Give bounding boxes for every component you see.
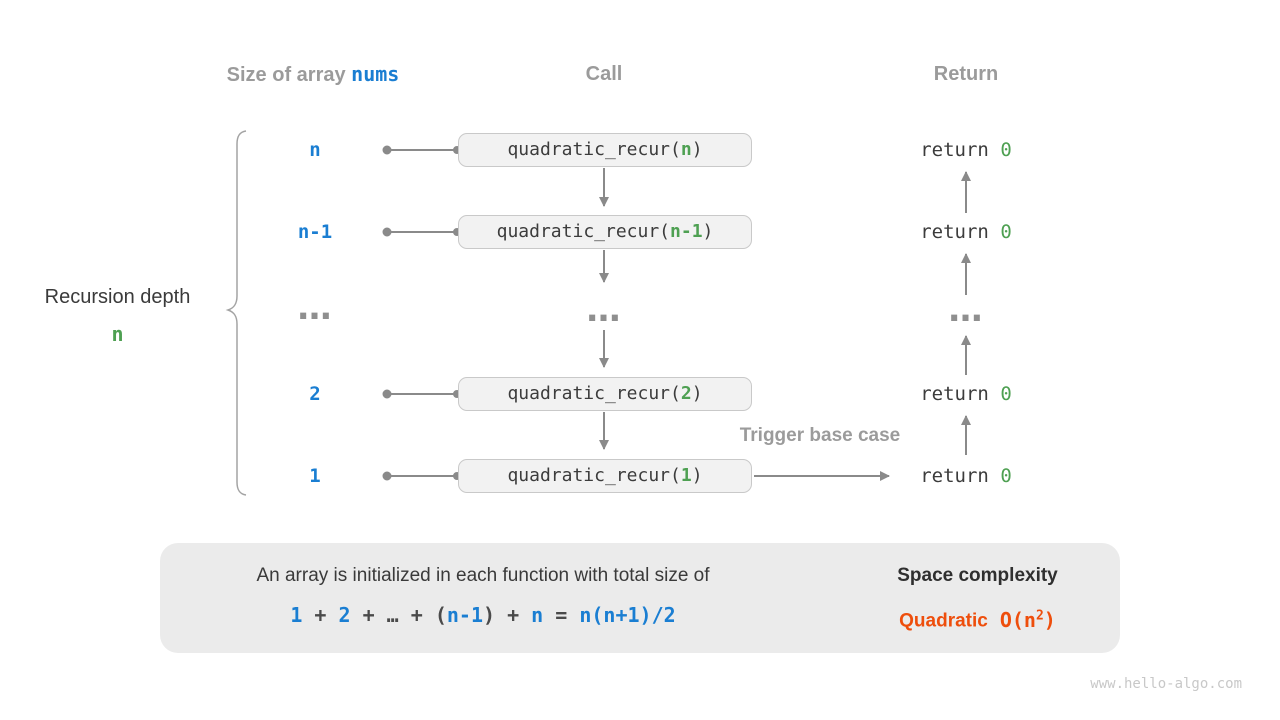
call-ellipsis: …: [586, 290, 622, 330]
connector-line: [382, 471, 461, 481]
big-o-open: O(n: [999, 607, 1036, 632]
formula-result: n(n+1)/2: [579, 603, 676, 627]
call-box: quadratic_recur(2): [458, 377, 752, 411]
watermark: www.hello-algo.com: [1090, 676, 1242, 692]
recursion-depth-value: n: [111, 322, 124, 346]
big-o-close: ): [1043, 607, 1056, 632]
header-return: Return: [933, 63, 999, 85]
formula-operator: +: [495, 603, 532, 627]
formula-operator: +: [398, 603, 435, 627]
complexity-class: Quadratic: [899, 610, 988, 632]
formula-term: 2: [338, 603, 351, 627]
header-call: Call: [585, 63, 623, 85]
return-statement: return 0: [876, 462, 1056, 490]
call-suffix: ): [702, 221, 714, 242]
formula-term: n-1: [446, 603, 483, 627]
formula-paren: (: [434, 603, 447, 627]
call-arg: 2: [680, 383, 692, 404]
call-box: quadratic_recur(n-1): [458, 215, 752, 249]
return-statement: return 0: [876, 218, 1056, 246]
return-keyword: return: [920, 383, 1001, 405]
size-ellipsis: …: [297, 288, 333, 328]
connector-line: [382, 227, 461, 237]
header-size-prefix: Size of array: [226, 64, 352, 86]
space-complexity-value: Quadratic O(n2): [855, 601, 1100, 637]
return-value: 0: [1000, 465, 1012, 487]
call-prefix: quadratic_recur(: [496, 221, 671, 242]
return-value: 0: [1000, 221, 1012, 243]
size-label: 1: [309, 465, 321, 487]
call-prefix: quadratic_recur(: [507, 465, 681, 486]
return-keyword: return: [920, 139, 1001, 161]
size-label: n: [309, 139, 321, 161]
big-o-exponent: 2: [1035, 608, 1044, 623]
formula-term: n: [531, 603, 544, 627]
space-complexity-title: Space complexity: [897, 565, 1058, 586]
return-value: 0: [1000, 383, 1012, 405]
call-arg: n-1: [670, 221, 703, 242]
formula-operator: +: [350, 603, 387, 627]
formula-ellipsis: …: [386, 603, 399, 627]
summary-formula: 1 + 2 + … + (n-1) + n = n(n+1)/2: [178, 600, 788, 630]
connector-line: [382, 145, 461, 155]
formula-term: 1: [290, 603, 303, 627]
summary-text: An array is initialized in each function…: [256, 565, 710, 586]
call-prefix: quadratic_recur(: [507, 383, 681, 404]
return-keyword: return: [920, 221, 1001, 243]
call-arg: 1: [680, 465, 692, 486]
call-prefix: quadratic_recur(: [507, 139, 681, 160]
call-arg: n: [680, 139, 692, 160]
recursion-depth-label: Recursion depth: [44, 286, 191, 308]
size-label: n-1: [297, 221, 333, 243]
return-statement: return 0: [876, 380, 1056, 408]
header-size-of-array: Size of array nums: [163, 59, 463, 90]
return-ellipsis: …: [948, 290, 984, 330]
header-nums-code: nums: [351, 62, 400, 86]
summary-panel: [160, 543, 1120, 653]
formula-operator: =: [543, 603, 580, 627]
connector-line: [382, 389, 461, 399]
big-o-notation: O(n2): [1000, 608, 1056, 632]
return-keyword: return: [920, 465, 1001, 487]
return-value: 0: [1000, 139, 1012, 161]
size-label: 2: [309, 383, 321, 405]
call-suffix: ): [691, 383, 703, 404]
formula-operator: +: [302, 603, 339, 627]
trigger-base-case-label: Trigger base case: [739, 425, 901, 446]
call-suffix: ): [691, 465, 703, 486]
formula-paren: ): [483, 603, 496, 627]
call-box: quadratic_recur(n): [458, 133, 752, 167]
return-statement: return 0: [876, 136, 1056, 164]
recursion-depth-brace: [225, 130, 247, 496]
call-suffix: ): [691, 139, 703, 160]
call-box: quadratic_recur(1): [458, 459, 752, 493]
